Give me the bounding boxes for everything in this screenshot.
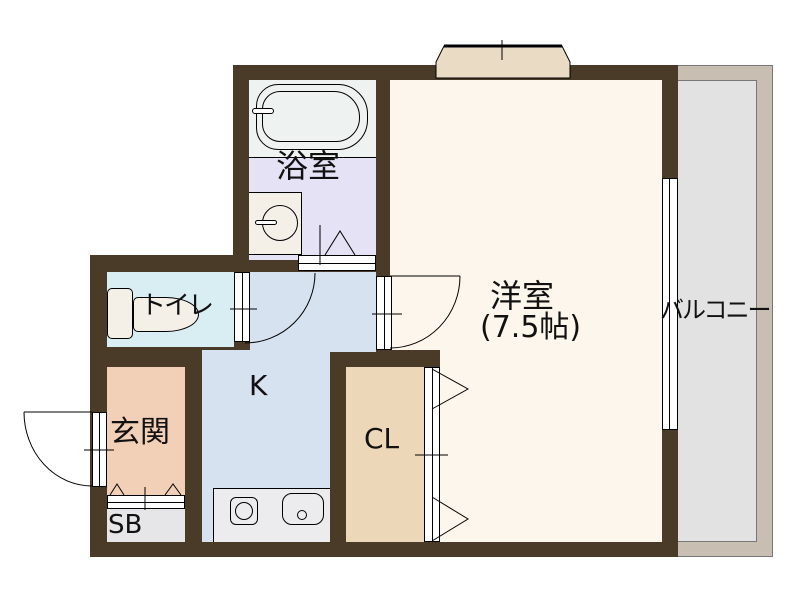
toilet-bowl-icon bbox=[133, 297, 199, 332]
shoe-box-label: SB bbox=[108, 510, 143, 540]
toilet-tank-icon bbox=[107, 288, 133, 339]
western-room-label: 洋室 bbox=[490, 277, 555, 315]
bay-window-icon bbox=[435, 40, 571, 79]
door-line bbox=[242, 272, 243, 342]
faucet-icon bbox=[252, 108, 274, 114]
stove-icon bbox=[230, 497, 258, 525]
drain-icon bbox=[297, 510, 307, 520]
kitchen-label: K bbox=[249, 369, 268, 402]
door-line bbox=[107, 502, 185, 503]
closet-label: CL bbox=[364, 422, 400, 455]
toilet-door-swing-icon bbox=[230, 272, 316, 344]
room-closet bbox=[346, 367, 424, 542]
shoe-box-folding-door-icon bbox=[109, 483, 182, 510]
window-line bbox=[669, 178, 670, 430]
balcony-floor bbox=[676, 80, 757, 542]
entrance-label: 玄関 bbox=[110, 415, 170, 450]
bathroom-label: 浴室 bbox=[276, 147, 341, 185]
closet-folding-door-icon bbox=[415, 368, 470, 542]
stove-burner-icon bbox=[235, 502, 253, 520]
toilet-label: トイレ bbox=[140, 291, 214, 321]
bathtub-icon bbox=[256, 84, 368, 150]
door-line bbox=[384, 276, 385, 350]
western-room-size: (7.5帖) bbox=[480, 310, 582, 345]
door-line bbox=[298, 263, 376, 264]
sink-faucet-icon bbox=[255, 220, 277, 225]
western-door-swing-icon bbox=[372, 275, 461, 349]
balcony-label: バルコニー bbox=[660, 296, 772, 324]
room-entrance bbox=[107, 367, 185, 495]
bathtub-inner-icon bbox=[262, 91, 360, 142]
balcony-window-frame bbox=[662, 178, 678, 430]
front-door-swing-icon bbox=[23, 411, 114, 487]
folding-door-icon bbox=[319, 225, 356, 265]
kitchen-sink-icon bbox=[282, 493, 324, 525]
